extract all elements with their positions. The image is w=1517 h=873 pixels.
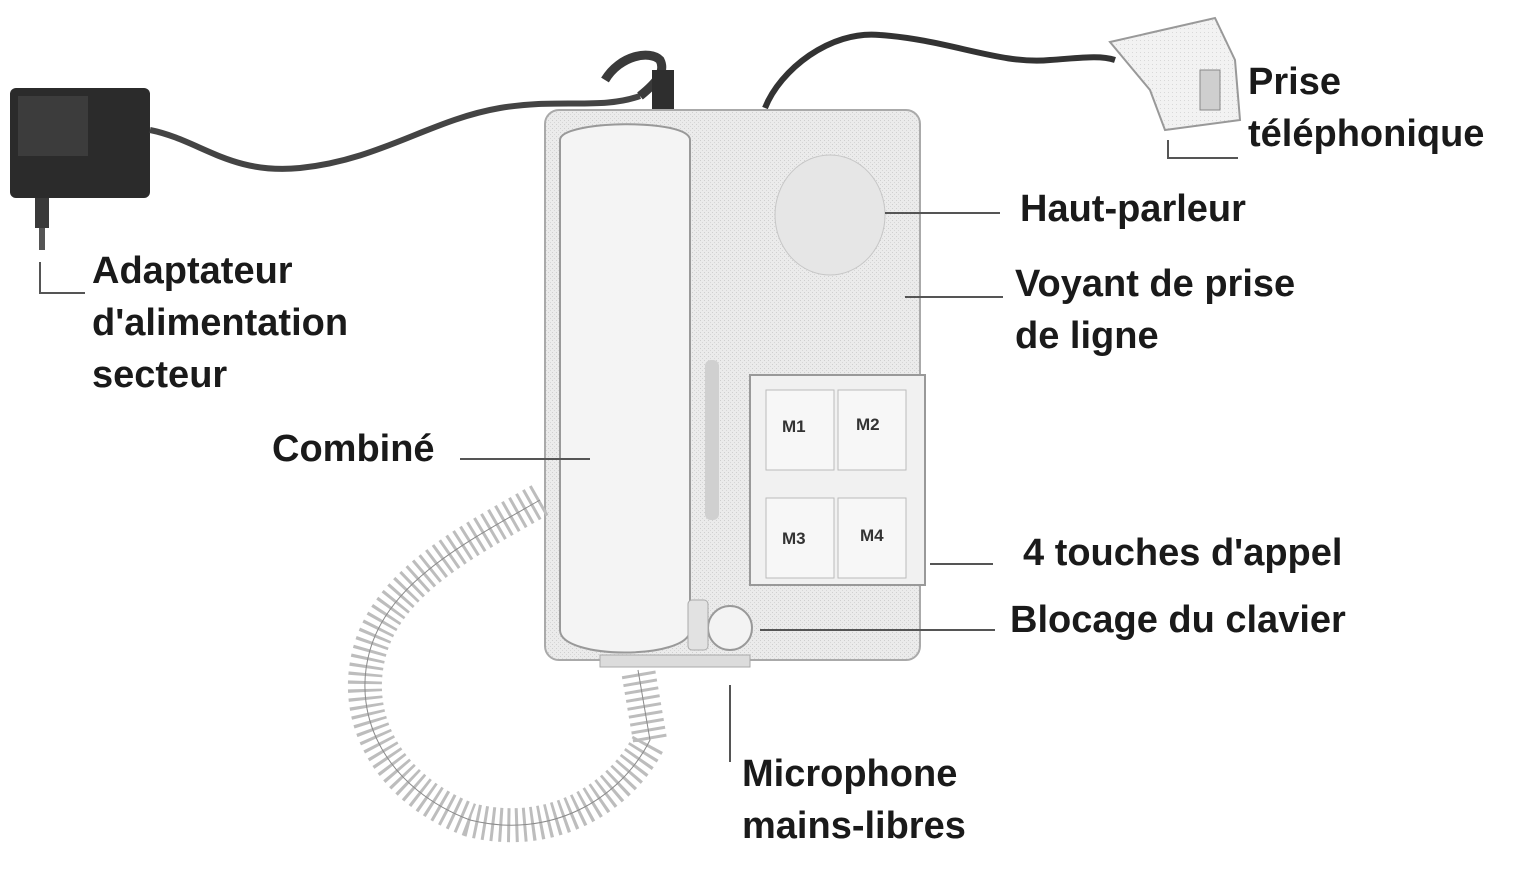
wall-jack	[1108, 16, 1242, 132]
leader-adaptateur	[39, 262, 85, 294]
label-blocage-clavier: Blocage du clavier	[1010, 599, 1346, 641]
coiled-cord	[347, 485, 668, 843]
label-combine: Combiné	[272, 428, 435, 470]
label-microphone: Microphone mains-libres	[742, 753, 966, 847]
key-m2: M2	[856, 415, 880, 434]
power-adapter	[10, 88, 641, 250]
telephone-cord	[601, 31, 1116, 112]
handset	[559, 123, 719, 654]
label-touches-appel: 4 touches d'appel	[1023, 532, 1343, 574]
label-voyant: Voyant de prise de ligne	[1015, 263, 1296, 357]
leader-prise	[1167, 140, 1238, 159]
label-prise-telephonique: Prise téléphonique	[1248, 61, 1485, 155]
key-m3: M3	[782, 529, 806, 548]
label-adaptateur: Adaptateur d'alimentation secteur	[92, 250, 349, 396]
key-m1: M1	[782, 417, 806, 436]
key-m4: M4	[860, 526, 884, 545]
leader-lines	[39, 140, 1238, 762]
label-haut-parleur: Haut-parleur	[1020, 188, 1246, 230]
